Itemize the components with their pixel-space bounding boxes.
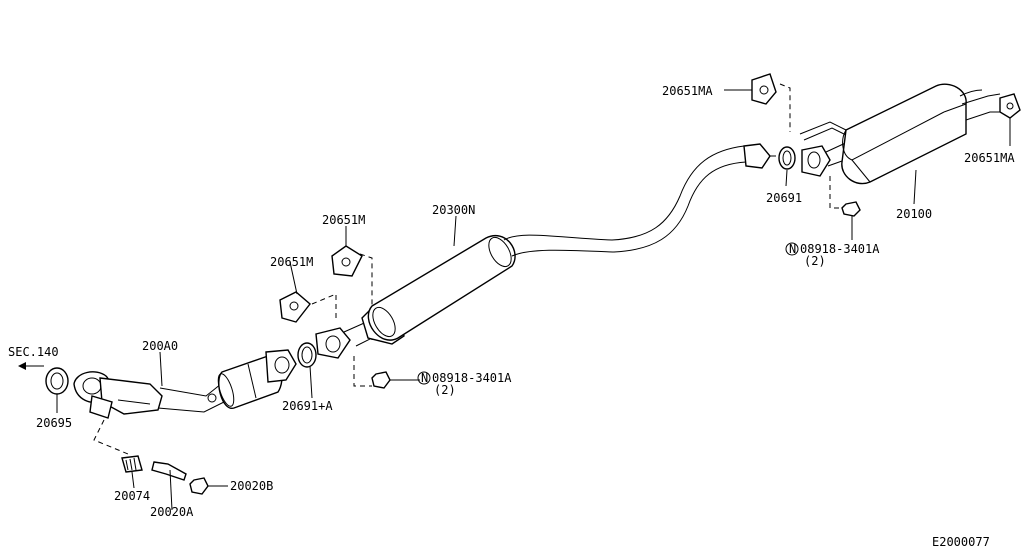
label-sec140: SEC.140	[8, 345, 59, 359]
flange-nut-08918-b	[785, 176, 861, 256]
nut-symbol-b: N	[789, 242, 796, 256]
mount-rubber-20651MA-a	[724, 73, 777, 105]
label-08918-b: 08918-3401A	[800, 242, 880, 256]
nut-20020B	[189, 477, 228, 495]
label-20651M-a: 20651M	[270, 255, 313, 269]
label-08918-a: 08918-3401A	[432, 371, 512, 385]
mount-rubber-20651M-a	[279, 261, 311, 323]
gasket-20695	[45, 367, 69, 413]
stud-20020A	[151, 461, 187, 511]
mount-rubber-20651MA-b	[999, 93, 1021, 146]
flange-nut-08918-a	[353, 356, 431, 389]
label-20100: 20100	[896, 207, 932, 221]
mount-rubber-20651M-b	[331, 226, 363, 277]
center-muffler-20300N	[315, 143, 776, 359]
sec140-arrow	[18, 362, 44, 370]
label-20020B: 20020B	[230, 479, 273, 493]
label-20651MA-b: 20651MA	[964, 151, 1015, 165]
label-20020A: 20020A	[150, 505, 194, 519]
label-20691: 20691	[766, 191, 802, 205]
label-20695: 20695	[36, 416, 72, 430]
gasket-20691	[778, 146, 796, 187]
label-20651MA-a: 20651MA	[662, 84, 713, 98]
label-08918-b-qty: (2)	[804, 254, 826, 268]
label-08918-a-qty: (2)	[434, 383, 456, 397]
o2-sensor-20074	[121, 455, 143, 489]
nut-symbol-a: N	[421, 371, 428, 385]
gasket-20691A	[297, 342, 317, 399]
label-200A0: 200A0	[142, 339, 178, 353]
front-tube-200A0	[73, 349, 297, 419]
label-20651M-b: 20651M	[322, 213, 365, 227]
label-20074: 20074	[114, 489, 150, 503]
label-20691A: 20691+A	[282, 399, 333, 413]
label-20300N: 20300N	[432, 203, 475, 217]
diagram-code: E2000077	[932, 535, 990, 549]
main-muffler-20100	[799, 83, 1004, 205]
